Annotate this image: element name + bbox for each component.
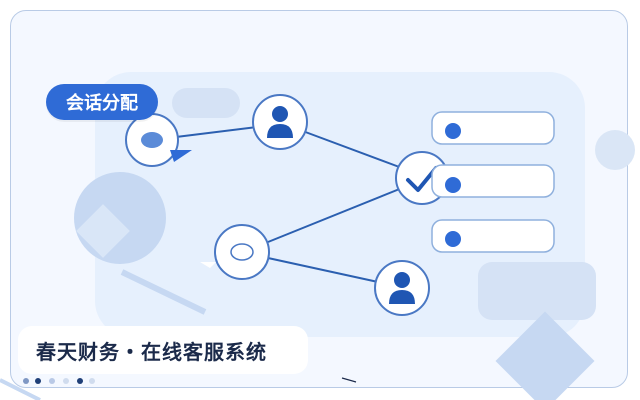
user-icon (389, 272, 415, 304)
decor-circle (74, 172, 166, 264)
queue-card-1 (431, 111, 555, 145)
connector-source-to-agent (175, 126, 258, 138)
connector-agent-to-router (299, 129, 403, 169)
decor-circle-right (595, 130, 635, 170)
decor-diamond-small (76, 204, 130, 258)
session-allocation-badge: 会话分配 (46, 84, 158, 120)
decor-corner-stripe (0, 378, 41, 400)
source-chat-node (125, 113, 192, 167)
user-icon (267, 106, 293, 138)
queue-dot (445, 177, 461, 193)
agent-node-top (252, 94, 308, 150)
queue-card-2 (431, 164, 555, 198)
queue-card-3 (431, 219, 555, 253)
queue-dot (445, 231, 461, 247)
connector-chat-to-router (267, 187, 403, 243)
decor-card-bottom-right (478, 262, 596, 320)
decor-stripe (120, 269, 207, 315)
connector-chat-to-agent (267, 257, 379, 283)
placeholder-pill (172, 88, 240, 118)
node-circle (214, 224, 270, 280)
chat-bubble-icon (141, 132, 192, 162)
check-icon (406, 166, 438, 192)
badge-label: 会话分配 (66, 93, 138, 114)
queue-dot (445, 123, 461, 139)
footer-title: 春天财务・在线客服系统 (36, 340, 267, 364)
chat-bubble-icon (200, 243, 254, 268)
decor-dash (341, 377, 357, 383)
waiting-chat-node (200, 224, 270, 280)
agent-node-bottom (374, 260, 430, 316)
decor-diamond-large (495, 311, 595, 400)
footer-banner (18, 326, 308, 374)
